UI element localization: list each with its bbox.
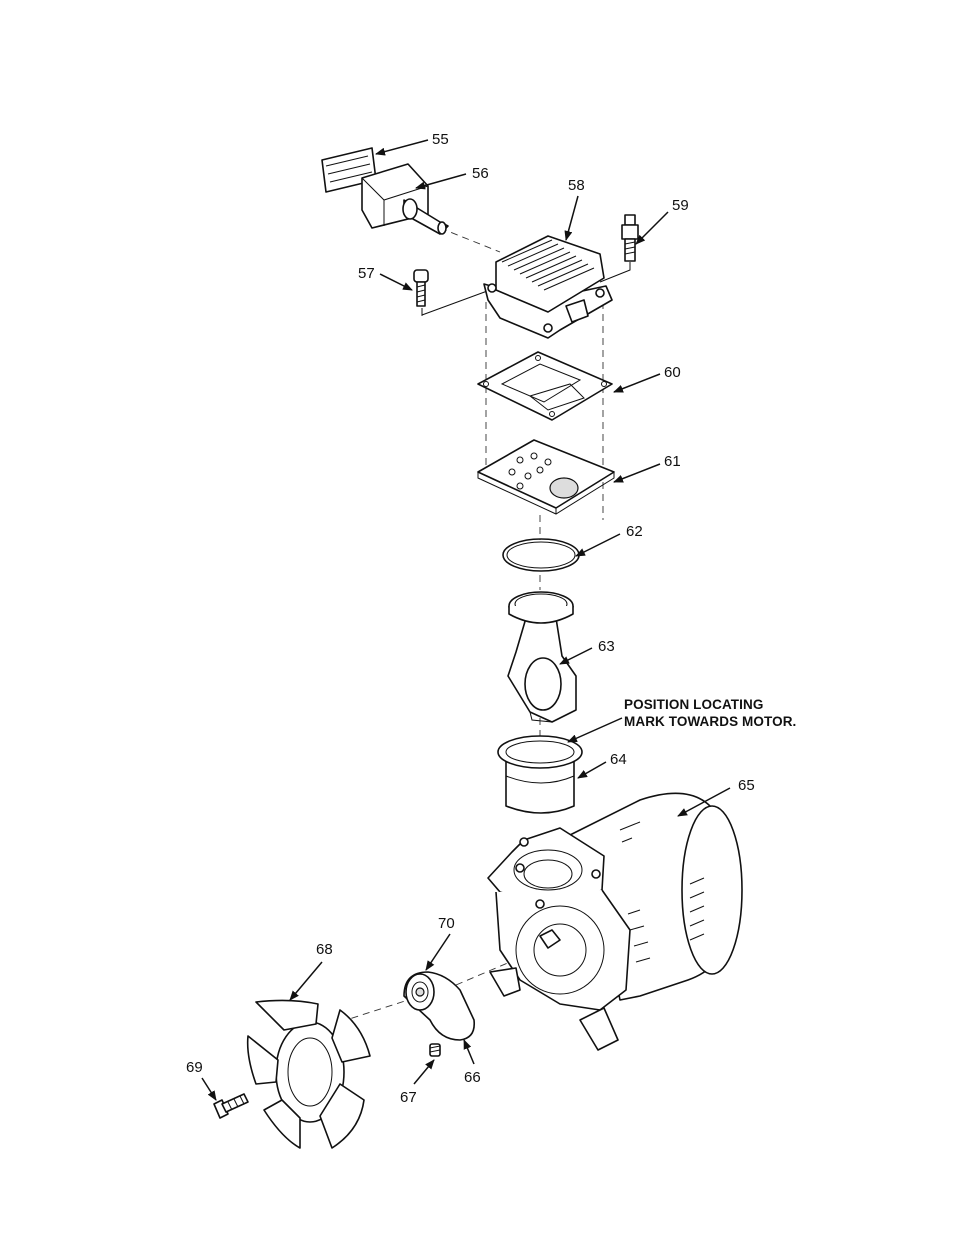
part-58-cylinder-head (484, 236, 612, 338)
callout-68: 68 (316, 941, 333, 958)
part-62-o-ring (503, 539, 579, 571)
part-68-fan (248, 1000, 370, 1148)
callout-62: 62 (626, 523, 643, 540)
callout-64: 64 (610, 751, 627, 768)
callout-60: 60 (664, 364, 681, 381)
locating-mark-note: POSITION LOCATING MARK TOWARDS MOTOR. (624, 697, 796, 729)
part-64-bearing (498, 736, 582, 813)
part-70-eccentric (404, 972, 474, 1040)
part-69-bolt (214, 1094, 248, 1118)
callout-65: 65 (738, 777, 755, 794)
part-60-valve-gasket (478, 352, 612, 420)
callout-70: 70 (438, 915, 455, 932)
callout-56: 56 (472, 165, 489, 182)
part-61-valve-plate (478, 440, 614, 514)
callout-66: 66 (464, 1069, 481, 1086)
part-65-motor (488, 793, 742, 1050)
part-57-screw (414, 270, 428, 306)
callout-69: 69 (186, 1059, 203, 1076)
callout-67: 67 (400, 1089, 417, 1106)
callout-55: 55 (432, 131, 449, 148)
callout-63: 63 (598, 638, 615, 655)
part-59-fitting (622, 215, 638, 261)
callout-58: 58 (568, 177, 585, 194)
callout-57: 57 (358, 265, 375, 282)
part-63-connecting-rod (508, 592, 576, 722)
part-56-filter-housing (362, 164, 448, 234)
callout-61: 61 (664, 453, 681, 470)
note-line-1: POSITION LOCATING (624, 697, 763, 712)
note-line-2: MARK TOWARDS MOTOR. (624, 714, 796, 729)
callout-59: 59 (672, 197, 689, 214)
part-67-set-screw (430, 1044, 440, 1056)
